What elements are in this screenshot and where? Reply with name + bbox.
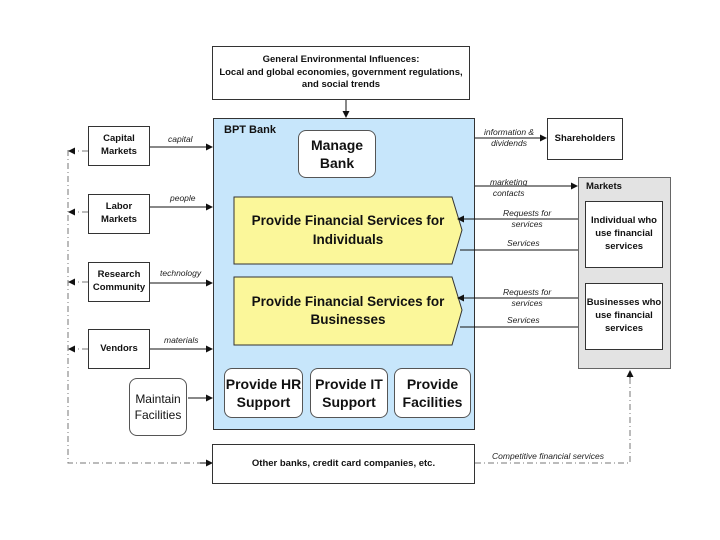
shareholders-box[interactable]: Shareholders [547,118,623,160]
services-businesses-label: Services [507,315,540,325]
competitive-services-label: Competitive financial services [492,451,604,461]
manage-bank-box[interactable]: Manage Bank [298,130,376,178]
business-customers-box[interactable]: Businesses who use financial services [585,283,663,350]
requests-businesses-label: Requests for services [503,287,552,309]
environment-title: General Environmental Influences: [262,53,420,65]
bank-title: BPT Bank [224,124,276,136]
support-hr-box[interactable]: Provide HR Support [224,368,303,418]
individual-customers-box[interactable]: Individual who use financial services [585,201,663,268]
marketing-contacts-label: marketing contacts [490,177,528,199]
competitive-services-line [475,372,631,464]
services-individuals-label: Services [507,238,540,248]
labor-markets-box[interactable]: Labor Markets [88,194,150,234]
information-dividends-label: information & dividends [484,127,535,149]
requests-individuals-label: Requests for services [503,208,552,230]
technology-flow-label: technology [160,268,202,278]
environment-text: Local and global economies, government r… [219,66,463,91]
maintain-facilities-box[interactable]: Maintain Facilities [129,378,187,436]
competitors-box[interactable]: Other banks, credit card companies, etc. [212,444,475,484]
core-process-businesses-shape [233,276,463,346]
competition-feedback-line [67,150,212,464]
capital-flow-label: capital [168,134,193,144]
research-community-box[interactable]: Research Community [88,262,150,302]
core-process-businesses[interactable]: Provide Financial Services for Businesse… [251,293,445,327]
markets-title: Markets [586,181,622,192]
support-facilities-box[interactable]: Provide Facilities [394,368,471,418]
core-process-individuals[interactable]: Provide Financial Services for Individua… [251,213,445,247]
core-process-individuals-shape [233,196,463,265]
materials-flow-label: materials [164,335,199,345]
environment-box: General Environmental Influences: Local … [212,46,470,100]
people-flow-label: people [170,193,196,203]
capital-markets-box[interactable]: Capital Markets [88,126,150,166]
vendors-box[interactable]: Vendors [88,329,150,369]
support-it-box[interactable]: Provide IT Support [310,368,388,418]
